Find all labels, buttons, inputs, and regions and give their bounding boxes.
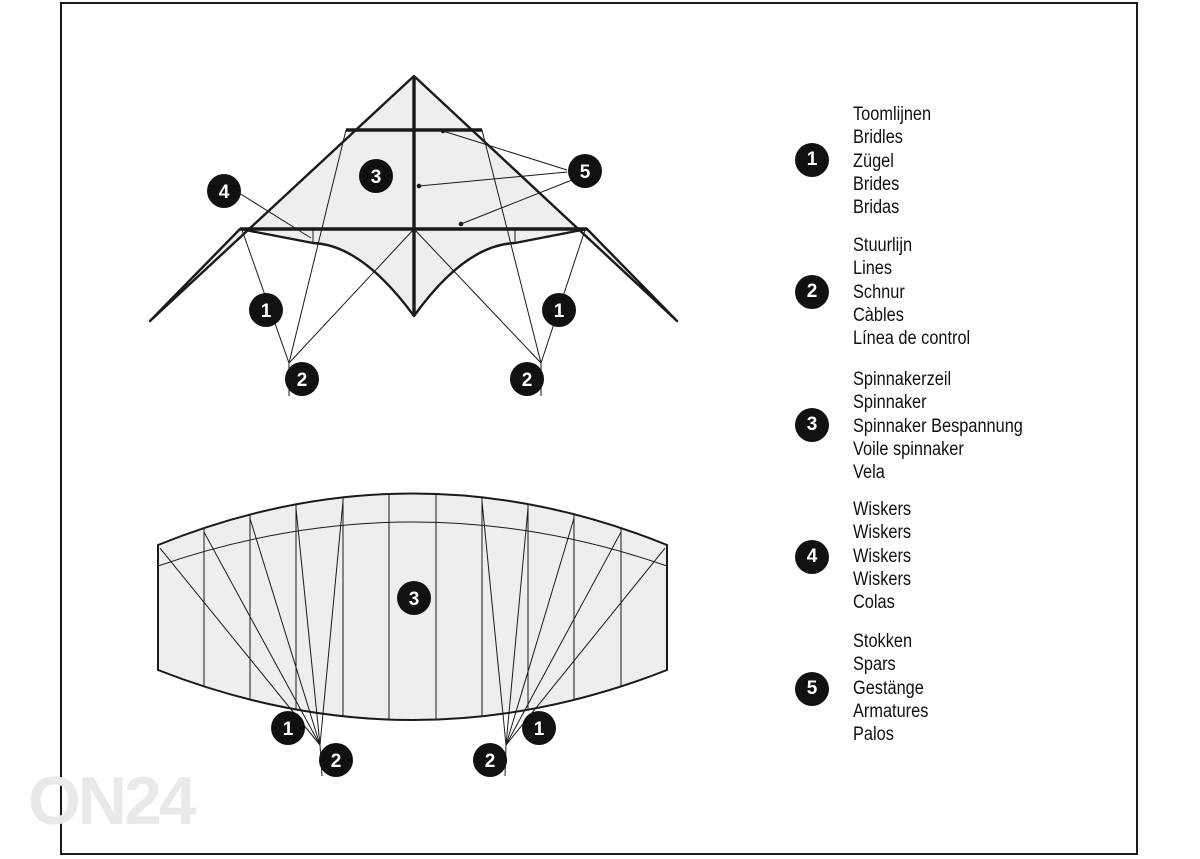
delta-kite xyxy=(148,74,679,396)
legend-badge: 5 xyxy=(795,672,829,706)
foil-callout-sail: 3 xyxy=(397,581,431,615)
foil-bridle-line xyxy=(295,508,321,746)
delta-callout-line-right: 2 xyxy=(510,362,544,396)
legend-term: Schnur xyxy=(853,281,905,303)
foil-callout-line-left: 2 xyxy=(319,743,353,777)
delta-callout-bridle-right: 1 xyxy=(542,293,576,327)
legend-term: Armatures xyxy=(853,700,929,722)
foil-bridle-line xyxy=(505,531,622,746)
legend-terms: Wiskers Wiskers Wiskers Wiskers Colas xyxy=(853,498,921,614)
svg-text:1: 1 xyxy=(534,719,545,740)
legend-term: Càbles xyxy=(853,304,904,326)
legend-term: Brides xyxy=(853,173,900,195)
foil-ribs xyxy=(203,493,622,720)
legend-terms: Spinnakerzeil Spinnaker Spinnaker Bespan… xyxy=(853,368,1051,484)
diagram-frame xyxy=(60,2,1138,855)
legend-terms: Stuurlijn Lines Schnur Càbles Línea de c… xyxy=(853,234,989,350)
legend-term: Gestänge xyxy=(853,677,924,699)
foil-bridle-line xyxy=(505,508,529,746)
legend-term: Spinnaker Bespannung xyxy=(853,415,1023,437)
legend-term: Línea de control xyxy=(853,328,971,350)
legend-term: Colas xyxy=(853,592,895,614)
foil-leading-seam xyxy=(157,521,668,567)
legend-term: Spars xyxy=(853,654,896,676)
foil-bridles xyxy=(159,501,666,746)
svg-text:2: 2 xyxy=(331,751,342,772)
delta-callout-bridle-left: 1 xyxy=(249,293,283,327)
watermark-logo: ON24 xyxy=(28,763,197,839)
foil-callout-bridle-left: 1 xyxy=(271,711,305,745)
foil-bridle-line xyxy=(249,518,321,746)
legend-term: Bridles xyxy=(853,127,903,149)
delta-callout-line-left: 2 xyxy=(285,362,319,396)
foil-bridle-line xyxy=(319,501,344,746)
svg-text:1: 1 xyxy=(554,301,565,322)
legend-term: Spinnaker xyxy=(853,392,927,414)
svg-text:1: 1 xyxy=(261,301,272,322)
foil-bridle-line xyxy=(481,501,507,746)
foil-bridle-line xyxy=(505,518,575,746)
legend-terms: Toomlijnen Bridles Zügel Brides Bridas xyxy=(853,103,944,219)
legend-terms: Stokken Spars Gestänge Armatures Palos xyxy=(853,630,941,746)
legend-term: Wiskers xyxy=(853,568,912,590)
svg-text:2: 2 xyxy=(485,751,496,772)
legend-term: Stuurlijn xyxy=(853,235,913,256)
svg-text:4: 4 xyxy=(219,182,230,203)
legend-term: Wiskers xyxy=(853,545,912,567)
foil-callout-line-right: 2 xyxy=(473,743,507,777)
legend-term: Lines xyxy=(853,258,893,280)
delta-callout-sail: 3 xyxy=(359,159,393,193)
delta-leaders xyxy=(238,128,573,239)
legend-badge: 1 xyxy=(795,143,829,177)
legend-term: Bridas xyxy=(853,197,900,219)
foil-callout-bridle-right: 1 xyxy=(522,711,556,745)
legend-term: Voile spinnaker xyxy=(853,438,964,460)
legend-term: Palos xyxy=(853,724,894,746)
delta-callout-whisker: 4 xyxy=(207,174,241,208)
svg-text:2: 2 xyxy=(297,370,308,391)
svg-text:3: 3 xyxy=(409,589,420,610)
svg-text:1: 1 xyxy=(283,719,294,740)
svg-text:2: 2 xyxy=(522,370,533,391)
legend-term: Zügel xyxy=(853,150,894,172)
legend-term: Wiskers xyxy=(853,522,912,544)
svg-text:3: 3 xyxy=(371,167,382,188)
svg-text:5: 5 xyxy=(580,162,591,183)
legend-term: Wiskers xyxy=(853,499,912,520)
foil-kite xyxy=(157,492,668,777)
legend-badge: 2 xyxy=(795,275,829,309)
legend-badge: 3 xyxy=(795,408,829,442)
legend-term: Spinnakerzeil xyxy=(853,369,952,390)
legend-term: Stokken xyxy=(853,631,913,652)
delta-callout-spars: 5 xyxy=(568,154,602,188)
legend-badge: 4 xyxy=(795,540,829,574)
delta-whiskers xyxy=(312,229,516,243)
foil-bridle-line xyxy=(505,547,666,746)
foil-bridle-line xyxy=(203,531,321,746)
legend-term: Vela xyxy=(853,462,885,484)
legend-term: Toomlijnen xyxy=(853,104,932,125)
